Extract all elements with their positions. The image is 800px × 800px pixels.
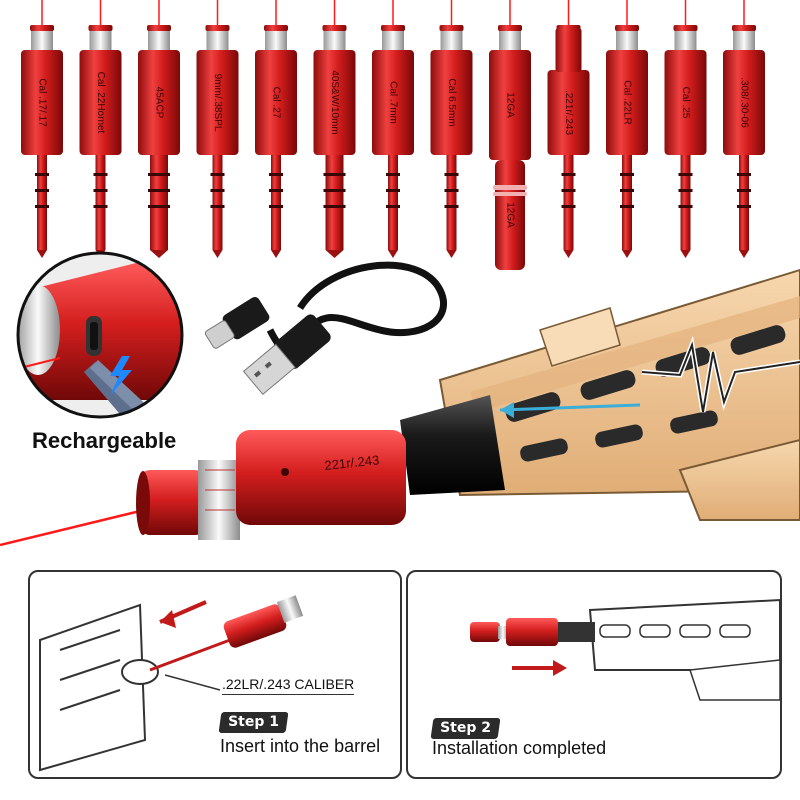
step1-caliber-note: .22LR/.243 CALIBER xyxy=(222,676,355,695)
caliber-sighter: 12GA 12GA xyxy=(489,0,531,270)
rechargeable-label: Rechargeable xyxy=(32,428,177,453)
rifle-rail xyxy=(400,268,800,521)
caliber-sighter: Cal .25 xyxy=(664,0,707,258)
caliber-sighter: Cal .22LR xyxy=(606,0,648,258)
caliber-sighter: 9mm/.38SPL xyxy=(196,0,239,258)
caliber-label: 45ACP xyxy=(153,87,164,119)
caliber-sighter: .308/.30-06 xyxy=(723,0,765,258)
caliber-sighter: Cal 6.5mm xyxy=(430,0,473,258)
caliber-label: 9mm/.38SPL xyxy=(212,74,223,132)
shotgun-lower-label: 12GA xyxy=(504,202,515,228)
caliber-sighter: .221r/.243 xyxy=(547,0,590,258)
caliber-sighter: 40S&W/10mm xyxy=(313,0,356,258)
caliber-label: Cal .17/.17 xyxy=(36,78,47,127)
caliber-label: .308/.30-06 xyxy=(738,77,749,128)
caliber-sighter: Cal .17/.17 xyxy=(21,0,63,258)
main-device-label: 221r/.243 xyxy=(324,452,380,473)
step2-text: Installation completed xyxy=(432,738,607,758)
caliber-label: 12GA xyxy=(504,92,515,118)
step1-text: Insert into the barrel xyxy=(220,736,381,756)
step2-badge: Step 2 xyxy=(430,718,501,739)
step1-panel xyxy=(28,570,402,779)
caliber-label: Cal .22Hornet xyxy=(95,72,106,134)
caliber-label: 40S&W/10mm xyxy=(329,70,340,134)
lightning-icon xyxy=(110,356,132,396)
rechargeable-inset xyxy=(16,251,184,419)
caliber-sighter: Cal .27 xyxy=(255,0,297,258)
step1-illustration xyxy=(39,595,304,772)
step1-badge: Step 1 xyxy=(218,712,289,733)
caliber-label: .221r/.243 xyxy=(563,90,574,135)
step2-panel xyxy=(406,570,782,779)
main-bore-sighter: 221r/.243 xyxy=(0,430,406,547)
caliber-sighter: 45ACP xyxy=(138,0,180,258)
caliber-label: Cal 6.5mm xyxy=(446,78,457,126)
caliber-sighter: Cal .22Hornet xyxy=(79,0,122,258)
usb-cable-icon xyxy=(204,261,447,396)
caliber-row: Cal .17/.17 Cal .22Hornet 45ACP 9mm/.38SPL C… xyxy=(21,0,765,270)
caliber-label: Cal .22LR xyxy=(621,80,632,124)
caliber-sighter: Cal .7mm xyxy=(372,0,414,258)
step2-illustration xyxy=(470,598,781,701)
caliber-label: Cal .7mm xyxy=(387,81,398,124)
caliber-label: Cal .25 xyxy=(680,87,691,119)
caliber-label: Cal .27 xyxy=(270,87,281,119)
